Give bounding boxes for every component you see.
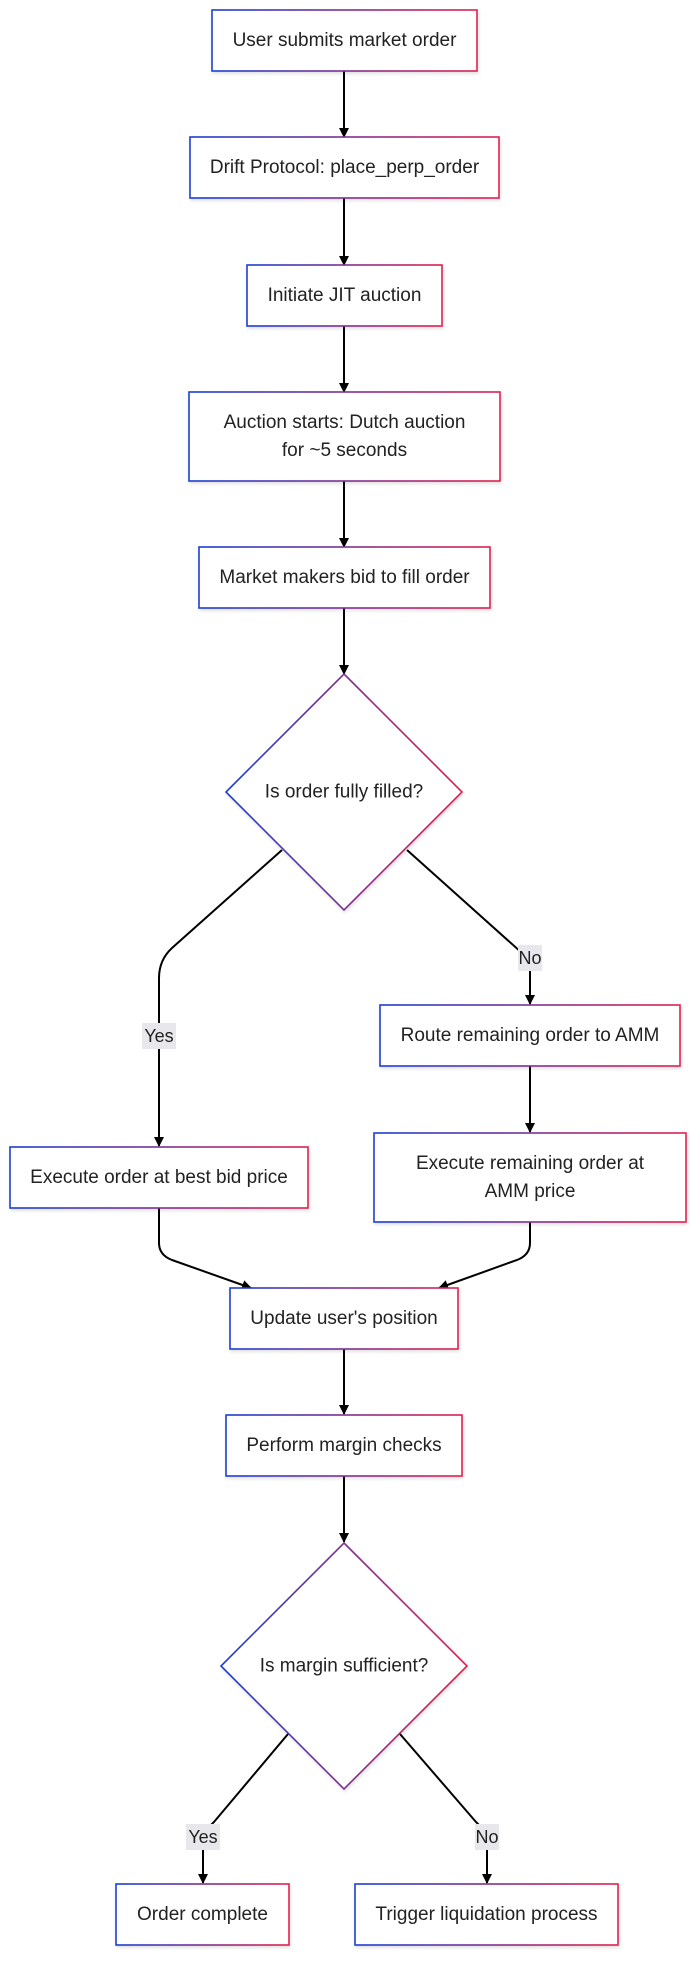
edge-label-no: No — [475, 1824, 499, 1850]
edge-d2-n12 — [399, 1733, 492, 1884]
edge-label-text: Yes — [144, 1026, 173, 1046]
process-node-n6[interactable]: Execute order at best bid price — [9, 1146, 309, 1209]
edge-label-background — [518, 945, 542, 971]
node-label: Order complete — [137, 1904, 268, 1925]
edge-d1-n7 — [406, 849, 535, 1005]
edge-d2-n11 — [198, 1733, 289, 1884]
process-box-shape — [354, 1883, 619, 1946]
process-box-shape — [373, 1132, 687, 1223]
node-label: User submits market order — [233, 30, 458, 51]
node-label: Trigger liquidation process — [375, 1904, 597, 1925]
node-label: Drift Protocol: place_perp_order — [210, 157, 480, 178]
process-box-shape — [9, 1146, 309, 1209]
node-label: Is margin sufficient? — [260, 1656, 429, 1677]
node-label: Auction starts: Dutch auction — [224, 412, 466, 433]
node-label: Is order fully filled? — [265, 782, 423, 803]
edge-label-background — [142, 1023, 176, 1049]
node-label: Perform margin checks — [246, 1435, 441, 1456]
process-node-n2[interactable]: Drift Protocol: place_perp_order — [189, 136, 500, 199]
process-node-n4[interactable]: Auction starts: Dutch auction for ~5 seco… — [188, 391, 501, 482]
edge-n8-n9 — [438, 1222, 531, 1290]
decision-node-d2[interactable]: Is margin sufficient? — [219, 1541, 469, 1791]
process-node-n9[interactable]: Update user's position — [229, 1287, 459, 1350]
process-box-shape — [379, 1004, 681, 1067]
process-node-n10[interactable]: Perform margin checks — [225, 1414, 463, 1477]
process-node-n11[interactable]: Order complete — [115, 1883, 290, 1946]
process-box-shape — [246, 264, 443, 327]
edge-n6-n9 — [158, 1208, 252, 1290]
node-label: Execute order at best bid price — [30, 1167, 288, 1188]
node-label: Update user's position — [250, 1308, 437, 1329]
process-box-shape — [225, 1414, 463, 1477]
node-label: Execute remaining order at — [416, 1153, 645, 1174]
process-box-shape — [115, 1883, 290, 1946]
node-label: for ~5 seconds — [282, 440, 407, 461]
node-label: AMM price — [485, 1181, 576, 1202]
edge-label-yes: Yes — [142, 1023, 176, 1049]
node-label: Market makers bid to fill order — [219, 567, 470, 588]
edge-label-text: No — [475, 1827, 498, 1847]
decision-node-d1[interactable]: Is order fully filled? — [224, 672, 464, 912]
edge-label-text: No — [518, 948, 541, 968]
decision-diamond-shape — [224, 672, 464, 912]
process-node-n1[interactable]: User submits market order — [211, 9, 478, 72]
edge-label-background — [186, 1824, 220, 1850]
process-box-shape — [211, 9, 478, 72]
process-node-n5[interactable]: Market makers bid to fill order — [198, 546, 491, 609]
edge-label-text: Yes — [188, 1827, 217, 1847]
process-node-n7[interactable]: Route remaining order to AMM — [379, 1004, 681, 1067]
process-node-n12[interactable]: Trigger liquidation process — [354, 1883, 619, 1946]
node-label: Route remaining order to AMM — [401, 1025, 660, 1046]
edge-d1-n6 — [154, 849, 283, 1147]
process-node-n8[interactable]: Execute remaining order at AMM price — [373, 1132, 687, 1223]
process-box-shape — [229, 1287, 459, 1350]
edge-label-no: No — [518, 945, 542, 971]
edge-label-yes: Yes — [186, 1824, 220, 1850]
decision-diamond-shape — [219, 1541, 469, 1791]
process-box-shape — [198, 546, 491, 609]
edge-label-background — [475, 1824, 499, 1850]
process-box-shape — [188, 391, 501, 482]
process-box-shape — [189, 136, 500, 199]
process-node-n3[interactable]: Initiate JIT auction — [246, 264, 443, 327]
node-label: Initiate JIT auction — [268, 285, 422, 306]
